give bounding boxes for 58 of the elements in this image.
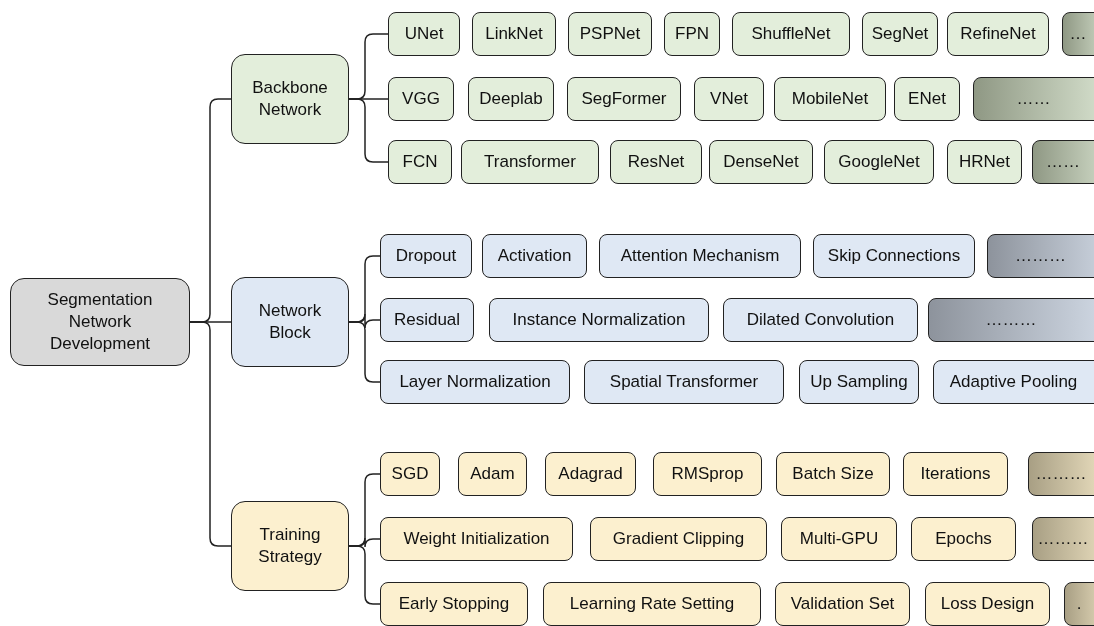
item-box: Gradient Clipping: [590, 517, 767, 561]
item-box: Weight Initialization: [380, 517, 573, 561]
more-box: ……: [973, 77, 1094, 121]
bracket-connector: [348, 98, 389, 163]
item-box: Validation Set: [775, 582, 910, 626]
more-box: .: [1064, 582, 1094, 626]
item-box: PSPNet: [568, 12, 652, 56]
item-box: LinkNet: [472, 12, 556, 56]
item-box: HRNet: [947, 140, 1022, 184]
item-box: VGG: [388, 77, 454, 121]
item-box: Layer Normalization: [380, 360, 570, 404]
more-box: …: [1062, 12, 1094, 56]
category-box: Backbone Network: [231, 54, 349, 144]
item-box: Activation: [482, 234, 587, 278]
item-box: Iterations: [903, 452, 1008, 496]
item-box: Dropout: [380, 234, 472, 278]
item-box: Batch Size: [776, 452, 890, 496]
item-box: SegNet: [862, 12, 938, 56]
item-box: SGD: [380, 452, 440, 496]
item-box: Residual: [380, 298, 474, 342]
item-box: Loss Design: [925, 582, 1050, 626]
item-box: ENet: [894, 77, 960, 121]
item-box: Early Stopping: [380, 582, 528, 626]
item-box: RefineNet: [947, 12, 1049, 56]
item-box: MobileNet: [774, 77, 886, 121]
more-box: ………: [987, 234, 1094, 278]
item-box: Learning Rate Setting: [543, 582, 761, 626]
item-box: Dilated Convolution: [723, 298, 918, 342]
item-box: SegFormer: [567, 77, 681, 121]
item-box: Attention Mechanism: [599, 234, 801, 278]
item-box: Multi-GPU: [781, 517, 897, 561]
item-box: Spatial Transformer: [584, 360, 784, 404]
category-box: Network Block: [231, 277, 349, 367]
item-box: Transformer: [461, 140, 599, 184]
item-box: Epochs: [911, 517, 1016, 561]
bracket-connector: [189, 321, 232, 547]
item-box: Adagrad: [545, 452, 636, 496]
item-box: Instance Normalization: [489, 298, 709, 342]
item-box: Adam: [458, 452, 527, 496]
item-box: GoogleNet: [824, 140, 934, 184]
item-box: ShuffleNet: [732, 12, 850, 56]
item-box: VNet: [694, 77, 764, 121]
more-box: ……: [1032, 140, 1094, 184]
item-box: ResNet: [610, 140, 702, 184]
more-box: ………: [928, 298, 1094, 342]
root-box: Segmentation Network Development: [10, 278, 190, 366]
item-box: Deeplab: [468, 77, 554, 121]
item-box: UNet: [388, 12, 460, 56]
category-box: Training Strategy: [231, 501, 349, 591]
more-box: ………: [1028, 452, 1094, 496]
more-box: ………: [1032, 517, 1094, 561]
item-box: RMSprop: [653, 452, 762, 496]
item-box: FPN: [664, 12, 720, 56]
item-box: Adaptive Pooling: [933, 360, 1094, 404]
item-box: Up Sampling: [799, 360, 919, 404]
item-box: FCN: [388, 140, 452, 184]
item-box: Skip Connections: [813, 234, 975, 278]
item-box: DenseNet: [709, 140, 813, 184]
